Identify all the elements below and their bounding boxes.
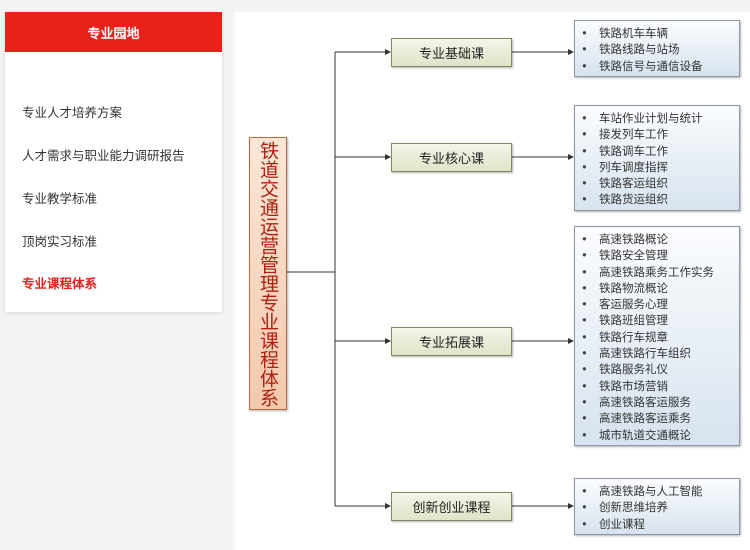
- course-item: 铁路客运组织: [581, 175, 739, 191]
- course-list-core: 车站作业计划与统计接发列车工作铁路调车工作列车调度指挥铁路客运组织铁路货运组织: [574, 105, 740, 211]
- course-item: 铁路市场营销: [581, 378, 739, 394]
- course-item: 客运服务心理: [581, 296, 739, 312]
- course-item: 高速铁路与人工智能: [581, 483, 739, 499]
- category-extension: 专业拓展课: [391, 327, 512, 356]
- sidebar-title: 专业园地: [5, 12, 222, 52]
- course-list-extension: 高速铁路概论铁路安全管理高速铁路乘务工作实务铁路物流概论客运服务心理铁路班组管理…: [574, 226, 740, 446]
- course-item: 铁路服务礼仪: [581, 361, 739, 377]
- course-item: 创业课程: [581, 516, 739, 532]
- course-list-basic: 铁路机车车辆铁路线路与站场铁路信号与通信设备: [574, 20, 740, 77]
- course-list-innovation: 高速铁路与人工智能创新思维培养创业课程: [574, 478, 740, 535]
- course-item: 铁路货运组织: [581, 191, 739, 207]
- course-item: 铁路行车规章: [581, 329, 739, 345]
- category-innovation: 创新创业课程: [391, 492, 512, 521]
- course-item: 高速铁路客运乘务: [581, 410, 739, 426]
- course-item: 列车调度指挥: [581, 159, 739, 175]
- category-basic: 专业基础课: [391, 38, 512, 67]
- course-item: 城市轨道交通概论: [581, 427, 739, 443]
- sidebar: 专业园地 专业人才培养方案 人才需求与职业能力调研报告 专业教学标准 顶岗实习标…: [5, 12, 222, 312]
- course-item: 铁路线路与站场: [581, 41, 739, 57]
- category-core: 专业核心课: [391, 143, 512, 172]
- sidebar-item-training-plan[interactable]: 专业人才培养方案: [22, 105, 123, 120]
- course-item: 铁路信号与通信设备: [581, 58, 739, 74]
- course-item: 创新思维培养: [581, 499, 739, 515]
- course-item: 铁路班组管理: [581, 312, 739, 328]
- course-item: 铁路物流概论: [581, 280, 739, 296]
- root-node: 铁道交通运营管理专业课程体系: [249, 137, 287, 410]
- sidebar-item-research-report[interactable]: 人才需求与职业能力调研报告: [22, 148, 185, 163]
- sidebar-item-internship-standard[interactable]: 顶岗实习标准: [22, 234, 98, 249]
- course-item: 铁路调车工作: [581, 143, 739, 159]
- course-item: 车站作业计划与统计: [581, 110, 739, 126]
- course-item: 高速铁路乘务工作实务: [581, 264, 739, 280]
- course-item: 铁路机车车辆: [581, 25, 739, 41]
- course-item: 铁路安全管理: [581, 247, 739, 263]
- course-item: 高速铁路客运服务: [581, 394, 739, 410]
- sidebar-item-teaching-standard[interactable]: 专业教学标准: [22, 191, 98, 206]
- course-item: 高速铁路行车组织: [581, 345, 739, 361]
- course-item: 高速铁路概论: [581, 231, 739, 247]
- course-item: 接发列车工作: [581, 126, 739, 142]
- sidebar-item-curriculum-system[interactable]: 专业课程体系: [22, 276, 98, 291]
